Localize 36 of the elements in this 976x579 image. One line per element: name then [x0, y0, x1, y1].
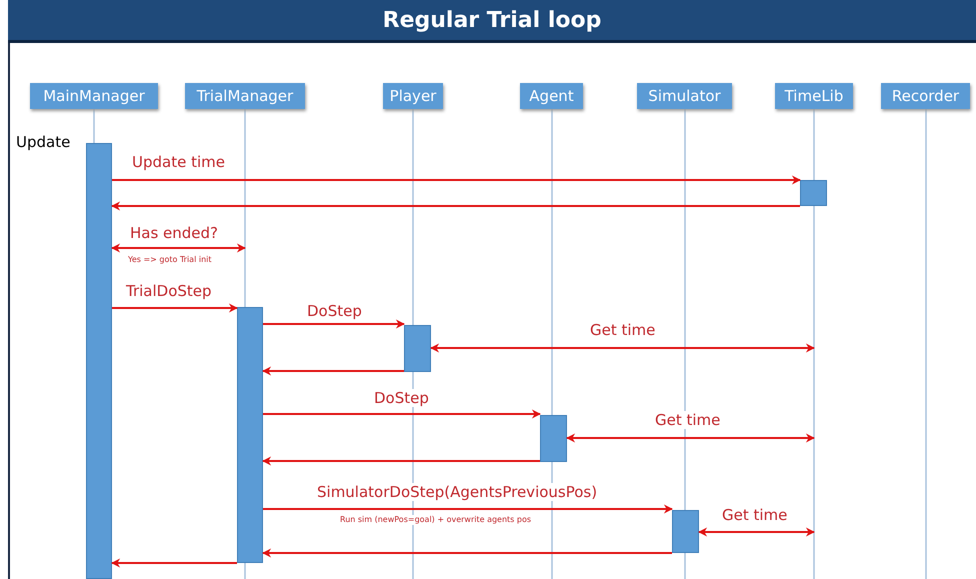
- arrow: [262, 366, 404, 376]
- participant-box: TimeLib: [775, 83, 853, 109]
- edge-label: DoStep: [372, 389, 431, 407]
- activation-bar: [800, 180, 827, 206]
- activation-bar: [672, 510, 699, 553]
- edge-label: Update time: [130, 153, 227, 171]
- note-text: Run sim (newPos=goal) + overwrite agents pos: [340, 515, 532, 525]
- arrow: [263, 504, 673, 514]
- double-arrow: [430, 344, 815, 352]
- edge-label: Get time: [653, 411, 722, 429]
- participant-box: Agent: [520, 83, 583, 109]
- activation-bar: [86, 143, 112, 579]
- arrow: [111, 202, 800, 210]
- edge-label: TrialDoStep: [124, 282, 214, 300]
- activation-bar: [540, 415, 567, 462]
- activation-bar: [237, 307, 263, 563]
- activation-label: Update: [16, 133, 70, 151]
- participant-box: MainManager: [30, 83, 158, 109]
- arrow: [262, 548, 672, 558]
- participant-box: Player: [383, 83, 443, 109]
- title-bar: Regular Trial loop: [8, 0, 976, 43]
- arrow: [262, 456, 540, 466]
- double-arrow: [698, 528, 815, 536]
- participant-box: Recorder: [881, 83, 970, 109]
- double-arrow: [111, 244, 246, 252]
- activation-bar: [404, 325, 431, 372]
- arrow: [111, 558, 237, 568]
- double-arrow: [566, 434, 815, 442]
- participant-box: TrialManager: [185, 83, 305, 109]
- edge-label: DoStep: [305, 302, 364, 320]
- arrow: [112, 176, 801, 184]
- arrow: [263, 320, 405, 328]
- participant-box: Simulator: [637, 83, 732, 109]
- arrow: [112, 304, 238, 312]
- arrow: [263, 410, 541, 418]
- note-text: Yes => goto Trial init: [128, 255, 212, 265]
